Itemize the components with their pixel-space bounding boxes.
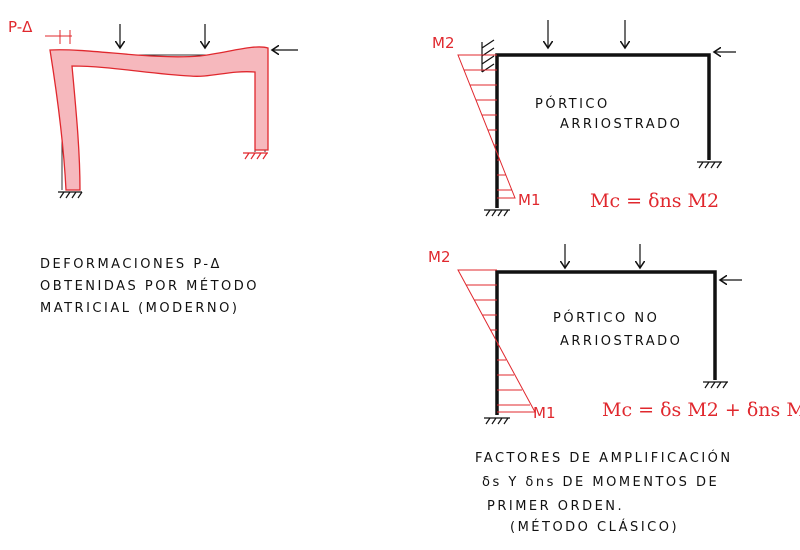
original-frame	[61, 54, 266, 190]
braced-title-line: ARRIOSTRADO	[560, 117, 682, 132]
moment-diagram	[457, 54, 516, 199]
fixed-support	[703, 381, 728, 389]
left-caption-line: DEFORMACIONES P-Δ	[40, 257, 222, 272]
unbraced-title-line: ARRIOSTRADO	[560, 334, 682, 349]
caption-line: δs Y δns DE MOMENTOS DE	[482, 475, 719, 490]
braced-title-line: PÓRTICO	[535, 96, 610, 112]
fixed-support	[484, 417, 510, 425]
caption-line: (MÉTODO CLÁSICO)	[510, 519, 679, 535]
delta-dimension	[45, 30, 72, 44]
moment-diagram	[457, 269, 536, 413]
m1-label: M1	[518, 191, 541, 209]
unbraced-formula: Mc = δs M2 + δns M2	[602, 399, 800, 421]
left-caption-line: MATRICIAL (MODERNO)	[40, 301, 239, 316]
caption-line: FACTORES DE AMPLIFICACIÓN	[475, 450, 733, 466]
fixed-support	[697, 161, 722, 169]
pdelta-frame: P-Δ	[8, 18, 298, 199]
fixed-support	[484, 209, 510, 217]
fixed-support	[243, 152, 268, 160]
p-delta-label: P-Δ	[8, 18, 33, 36]
braced-hatch	[481, 39, 495, 73]
braced-formula: Mc = δns M2	[590, 190, 719, 212]
fixed-support	[58, 191, 83, 199]
m2-label: M2	[428, 248, 451, 266]
unbraced-title-line: PÓRTICO NO	[553, 310, 659, 326]
left-caption-line: OBTENIDAS POR MÉTODO	[40, 278, 259, 294]
caption-line: PRIMER ORDEN.	[487, 499, 624, 514]
m1-label: M1	[533, 404, 556, 422]
unbraced-frame: M2 M1 PÓRTICO NO ARRIOSTRADO Mc = δs M2 …	[428, 244, 800, 425]
braced-frame: M2 M1 PÓRTICO ARRIOSTRADO Mc = δns M2	[432, 20, 736, 217]
deformed-shape	[49, 46, 269, 191]
m2-label: M2	[432, 34, 455, 52]
